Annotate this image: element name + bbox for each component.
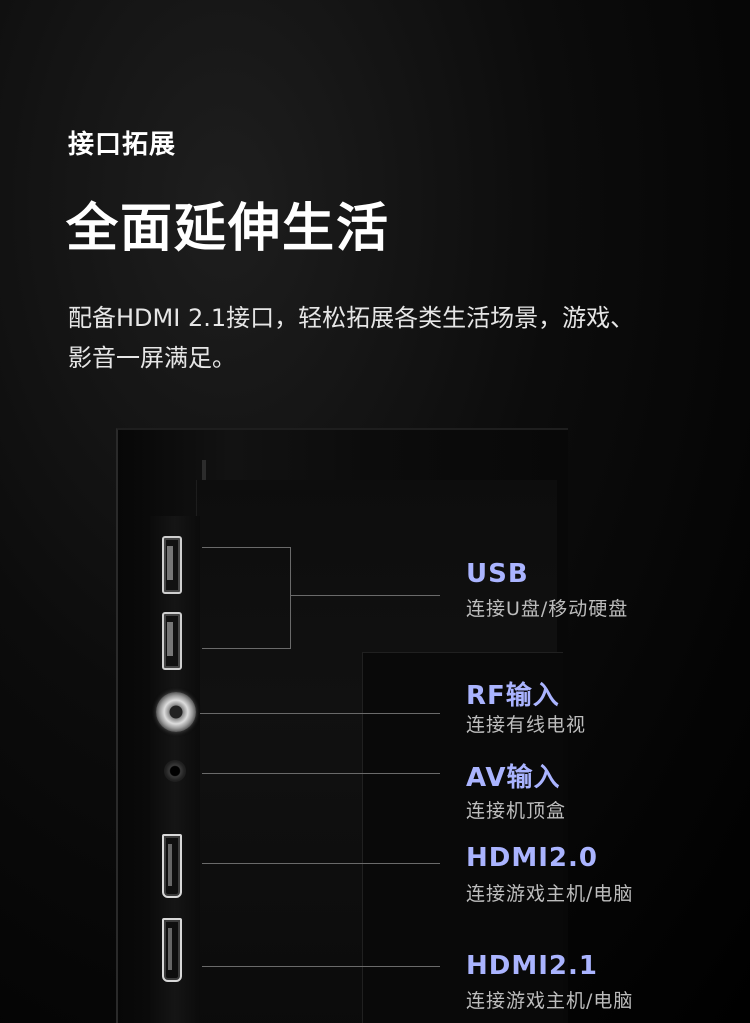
hdmi-2-1-callout-line	[202, 966, 440, 967]
usb-callout-bottom	[202, 648, 290, 649]
usb-callout-bracket	[290, 547, 291, 649]
description-line-2: 影音一屏满足。	[68, 344, 236, 372]
av-callout-line	[202, 773, 440, 774]
usb-callout-top	[202, 547, 290, 548]
hdmi-2-0-sublabel: 连接游戏主机/电脑	[466, 883, 634, 905]
hdmi-2-0-callout-line	[202, 863, 440, 864]
rf-label: RF输入	[466, 681, 560, 711]
section-description: 配备HDMI 2.1接口，轻松拓展各类生活场景，游戏、 影音一屏满足。	[68, 298, 708, 378]
hdmi-2-1-sublabel: 连接游戏主机/电脑	[466, 990, 634, 1012]
usb-sublabel: 连接U盘/移动硬盘	[466, 598, 629, 620]
section-headline: 全面延伸生活	[66, 199, 391, 259]
usb-callout-line	[290, 595, 440, 596]
rf-sublabel: 连接有线电视	[466, 714, 587, 736]
av-port-icon	[164, 760, 186, 782]
description-line-1: 配备HDMI 2.1接口，轻松拓展各类生活场景，游戏、	[68, 304, 635, 332]
usb-port-2-icon	[162, 612, 182, 670]
av-sublabel: 连接机顶盒	[466, 800, 567, 822]
av-label: AV输入	[466, 763, 561, 793]
hdmi-2-0-port-icon	[162, 834, 182, 898]
rf-port-icon	[156, 692, 196, 732]
hdmi-2-1-port-icon	[162, 918, 182, 982]
rf-callout-line	[200, 713, 440, 714]
usb-port-1-icon	[162, 536, 182, 594]
usb-label: USB	[466, 559, 529, 589]
hdmi-2-1-label: HDMI2.1	[466, 951, 598, 981]
hdmi-2-0-label: HDMI2.0	[466, 843, 598, 873]
section-eyebrow: 接口拓展	[68, 130, 177, 160]
